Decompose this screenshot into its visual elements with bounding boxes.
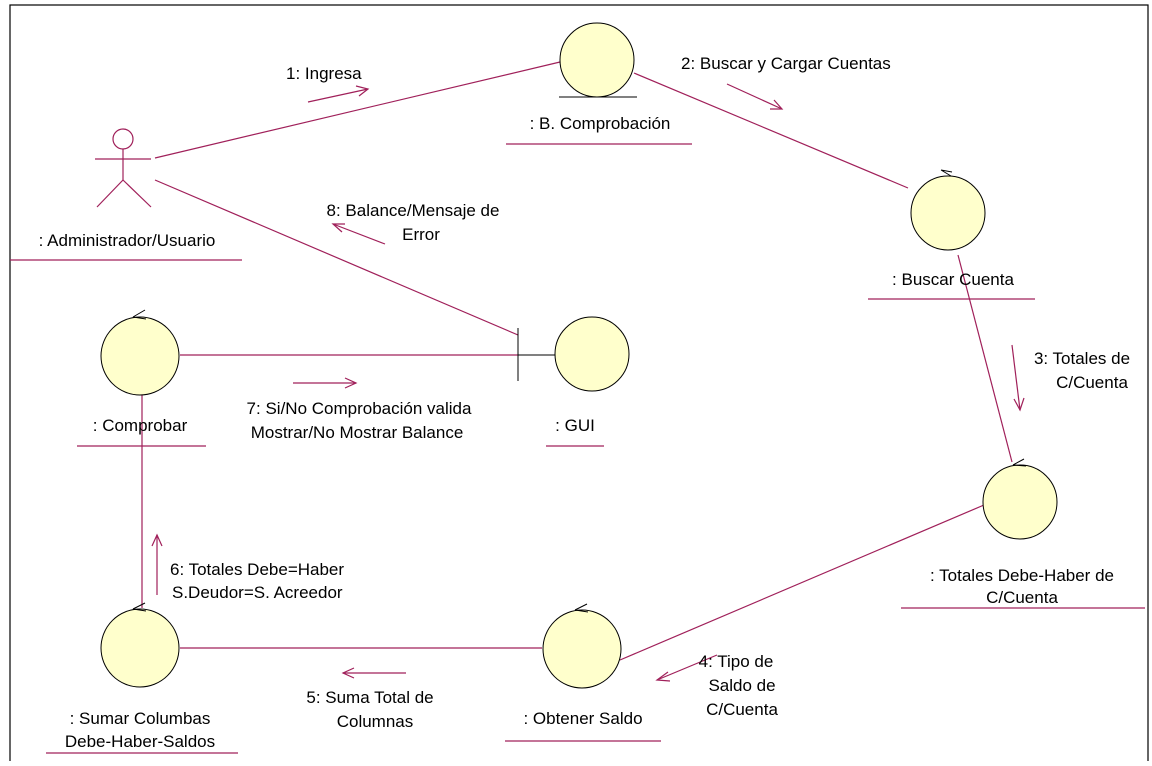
control-arrow-icon [1012, 458, 1027, 467]
message-label-7-line1: 7: Si/No Comprobación valida [247, 399, 472, 418]
link-actor-gui [154, 179, 519, 336]
actor-label: : Administrador/Usuario [39, 231, 216, 250]
message-label-8-line1: 8: Balance/Mensaje de [327, 201, 500, 220]
link-actor-b-comprobacion [154, 61, 561, 159]
object-label-comprobar: : Comprobar [93, 416, 188, 435]
control-icon [910, 175, 986, 251]
control-arrow-icon [132, 309, 147, 320]
actor-administrador[interactable] [95, 128, 152, 208]
link-buscar-cuenta-totales [957, 254, 1013, 463]
object-b-comprobacion[interactable] [559, 22, 637, 98]
object-label-b-comprobacion: : B. Comprobación [530, 114, 671, 133]
object-label-sumar-line2: Debe-Haber-Saldos [65, 732, 215, 751]
object-obtener-saldo[interactable] [542, 603, 622, 689]
message-label-7-line2: Mostrar/No Mostrar Balance [251, 423, 464, 442]
control-arrow-icon [940, 169, 953, 177]
message-arrow-4 [655, 654, 718, 682]
object-label-gui: : GUI [555, 416, 595, 435]
message-arrow-7 [293, 377, 358, 389]
message-arrow-1 [307, 85, 370, 103]
object-label-totales-line1: : Totales Debe-Haber de [930, 566, 1114, 585]
message-label-3-line1: 3: Totales de [1034, 349, 1130, 368]
link-b-comprobacion-buscar-cuenta [633, 72, 909, 189]
link-totales-obtener-saldo [619, 504, 985, 661]
message-label-1: 1: Ingresa [286, 64, 362, 83]
object-sumar[interactable] [100, 602, 180, 688]
object-gui[interactable] [517, 316, 630, 392]
stick-figure-actor-icon [95, 128, 152, 208]
control-icon [982, 464, 1058, 540]
object-buscar-cuenta[interactable] [910, 169, 986, 251]
message-arrow-8 [331, 223, 386, 245]
object-totales[interactable] [982, 458, 1058, 540]
control-icon [542, 609, 622, 689]
message-arrow-6 [151, 533, 163, 595]
object-comprobar[interactable] [100, 309, 180, 396]
message-label-8-line2: Error [402, 225, 440, 244]
control-arrow-icon [132, 602, 147, 612]
message-arrow-3 [1011, 344, 1025, 412]
message-label-2: 2: Buscar y Cargar Cuentas [681, 54, 891, 73]
message-label-4-line3: C/Cuenta [706, 700, 778, 719]
object-label-totales-line2: C/Cuenta [986, 588, 1058, 607]
message-arrow-5 [341, 667, 406, 679]
message-label-4-line2: Saldo de [708, 676, 775, 695]
message-arrow-2 [726, 83, 784, 110]
message-label-6-line2: S.Deudor=S. Acreedor [172, 583, 343, 602]
control-arrow-icon [574, 603, 589, 613]
object-label-buscar-cuenta: : Buscar Cuenta [892, 270, 1014, 289]
message-label-5-line1: 5: Suma Total de [306, 688, 433, 707]
control-icon [100, 608, 180, 688]
message-label-4-line1: 4: Tipo de [699, 652, 774, 671]
boundary-icon [554, 316, 630, 392]
control-icon [100, 316, 180, 396]
message-label-6-line1: 6: Totales Debe=Haber [170, 560, 344, 579]
diagram-border [9, 4, 1149, 766]
message-label-3-line2: C/Cuenta [1056, 373, 1128, 392]
object-label-obtener-saldo: : Obtener Saldo [523, 709, 642, 728]
object-label-sumar-line1: : Sumar Columbas [70, 709, 211, 728]
message-label-5-line2: Columnas [337, 712, 414, 731]
entity-icon [559, 22, 635, 98]
